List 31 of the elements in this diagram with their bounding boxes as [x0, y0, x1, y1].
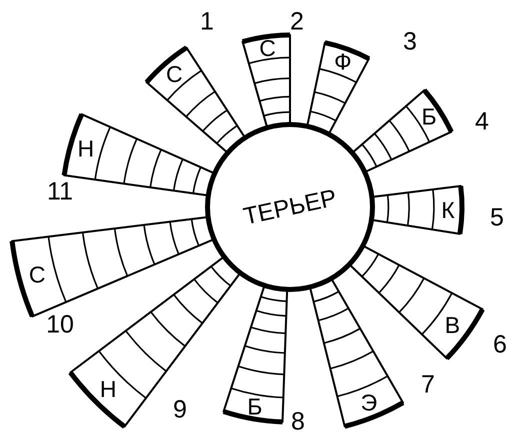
center-word: ТЕРЬЕР [241, 184, 340, 231]
ray-number: 11 [47, 180, 73, 204]
start-letter: Н [78, 136, 94, 162]
ray-number: 3 [403, 30, 417, 54]
start-letter: С [28, 262, 46, 288]
center-circle [205, 122, 375, 292]
answer-ray [349, 245, 485, 360]
ray-number: 1 [200, 10, 214, 34]
start-letter: Б [422, 104, 437, 130]
ray-number: 6 [493, 332, 507, 358]
ray-number: 2 [290, 10, 304, 34]
answer-ray [352, 88, 454, 172]
start-letter: Н [100, 376, 116, 402]
start-letter: С [259, 34, 276, 61]
ray-number: 7 [421, 372, 435, 398]
start-letter: Э [360, 389, 378, 416]
answer-ray [242, 32, 291, 128]
answer-ray [222, 286, 288, 424]
ray-number: 10 [46, 312, 74, 338]
answer-ray [306, 40, 370, 134]
answer-ray [372, 185, 464, 235]
start-letter: В [444, 312, 460, 338]
ray-number: 9 [173, 398, 187, 422]
ray-number: 8 [291, 410, 305, 434]
ray-number: 4 [475, 110, 489, 134]
answer-ray [309, 278, 404, 429]
ray-number: 5 [490, 206, 504, 230]
start-letter: Б [247, 394, 262, 420]
start-letter: К [441, 196, 455, 223]
start-letter: Ф [334, 48, 352, 75]
start-letter: С [166, 60, 183, 87]
